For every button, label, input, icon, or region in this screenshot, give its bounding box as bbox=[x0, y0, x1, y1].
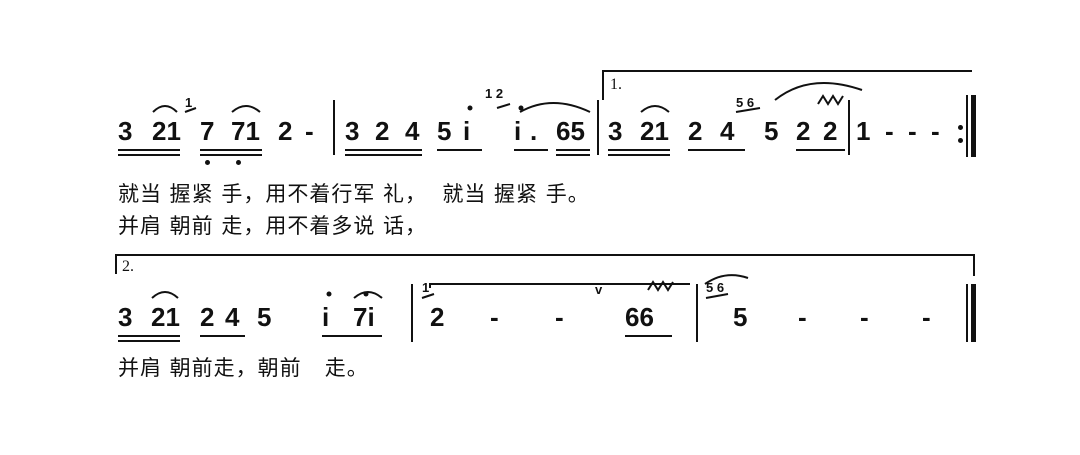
note: 21 bbox=[151, 302, 180, 332]
barline bbox=[696, 284, 698, 342]
note: 3 bbox=[345, 116, 360, 146]
note: i bbox=[514, 116, 522, 146]
lyric-line: 并肩 朝前走，朝前 走。 bbox=[118, 356, 369, 380]
note: 3 bbox=[608, 116, 623, 146]
note: 2 bbox=[796, 116, 811, 146]
note: 5 bbox=[257, 302, 272, 332]
dash: - bbox=[860, 302, 869, 332]
volta-2-left bbox=[115, 254, 117, 274]
note: 2 bbox=[688, 116, 703, 146]
grace-stroke bbox=[421, 293, 729, 299]
underline bbox=[118, 149, 180, 156]
underline bbox=[345, 149, 422, 156]
grace-note: 1 bbox=[185, 95, 193, 110]
volta-1-left bbox=[602, 70, 604, 100]
repeat-dot bbox=[958, 125, 963, 130]
note: 21 bbox=[152, 116, 181, 146]
underline bbox=[556, 149, 590, 156]
repeat-dot bbox=[958, 138, 963, 143]
lyric-line-verse2: 并肩 朝前 走，用不着多说 话， bbox=[118, 214, 428, 238]
dash: - bbox=[885, 116, 894, 146]
volta-2-label: 2. bbox=[122, 258, 134, 275]
breath-mark: v bbox=[595, 282, 603, 297]
barline bbox=[333, 100, 335, 155]
underline bbox=[200, 149, 262, 156]
volta-1-label: 1. bbox=[610, 76, 622, 93]
volta-2-top bbox=[115, 254, 975, 256]
mordent-mark bbox=[647, 280, 674, 292]
note: 2 bbox=[200, 302, 215, 332]
underline bbox=[608, 149, 670, 156]
underline bbox=[118, 335, 180, 342]
note: 21 bbox=[640, 116, 669, 146]
note: 66 bbox=[625, 302, 654, 332]
note: i bbox=[463, 116, 471, 146]
note: 3 bbox=[118, 116, 133, 146]
grace-note: 1 2 bbox=[485, 86, 504, 101]
dash: - bbox=[931, 116, 940, 146]
final-barline bbox=[971, 284, 976, 342]
dash: - bbox=[305, 116, 314, 146]
barline bbox=[848, 100, 850, 155]
note: 7 bbox=[200, 116, 215, 146]
note: 2 bbox=[278, 116, 293, 146]
volta-2-right bbox=[973, 254, 975, 276]
slur bbox=[429, 283, 690, 288]
barline bbox=[411, 284, 413, 342]
note: 4 bbox=[720, 116, 735, 146]
low-octave-dot bbox=[236, 160, 241, 165]
note: 71 bbox=[231, 116, 260, 146]
slur bbox=[151, 291, 179, 299]
note: 1 bbox=[856, 116, 871, 146]
grace-note: 1 bbox=[422, 280, 430, 295]
grace-note: 5 6 bbox=[736, 95, 755, 110]
note: 2 bbox=[430, 302, 445, 332]
note: 2 bbox=[823, 116, 838, 146]
low-octave-dot bbox=[205, 160, 210, 165]
note: i bbox=[322, 302, 330, 332]
final-barline bbox=[971, 95, 976, 157]
note: 5 bbox=[764, 116, 779, 146]
grace-stroke bbox=[184, 103, 761, 113]
slur bbox=[231, 105, 261, 113]
dash: - bbox=[490, 302, 499, 332]
mordent-mark bbox=[817, 94, 844, 106]
barline bbox=[597, 100, 599, 155]
volta-1-top bbox=[602, 70, 972, 72]
slur bbox=[353, 291, 383, 299]
dash: - bbox=[922, 302, 931, 332]
note: 4 bbox=[225, 302, 240, 332]
dash: - bbox=[798, 302, 807, 332]
barline bbox=[966, 95, 968, 157]
slur bbox=[519, 102, 591, 113]
dash: - bbox=[555, 302, 564, 332]
grace-note: 5 6 bbox=[706, 280, 725, 295]
note: 2 bbox=[375, 116, 390, 146]
slur bbox=[774, 81, 863, 101]
note: 3 bbox=[118, 302, 133, 332]
note: 5 bbox=[733, 302, 748, 332]
slur bbox=[640, 105, 670, 113]
note: 7i bbox=[353, 302, 375, 332]
note: 65 bbox=[556, 116, 585, 146]
dot-extension: . bbox=[530, 116, 538, 146]
note: 5 bbox=[437, 116, 452, 146]
note: 4 bbox=[405, 116, 420, 146]
lyric-line-verse1: 就当 握紧 手，用不着行军 礼， 就当 握紧 手。 bbox=[118, 182, 590, 206]
slur bbox=[152, 105, 178, 113]
slur bbox=[704, 274, 749, 285]
dash: - bbox=[908, 116, 917, 146]
barline bbox=[966, 284, 968, 342]
